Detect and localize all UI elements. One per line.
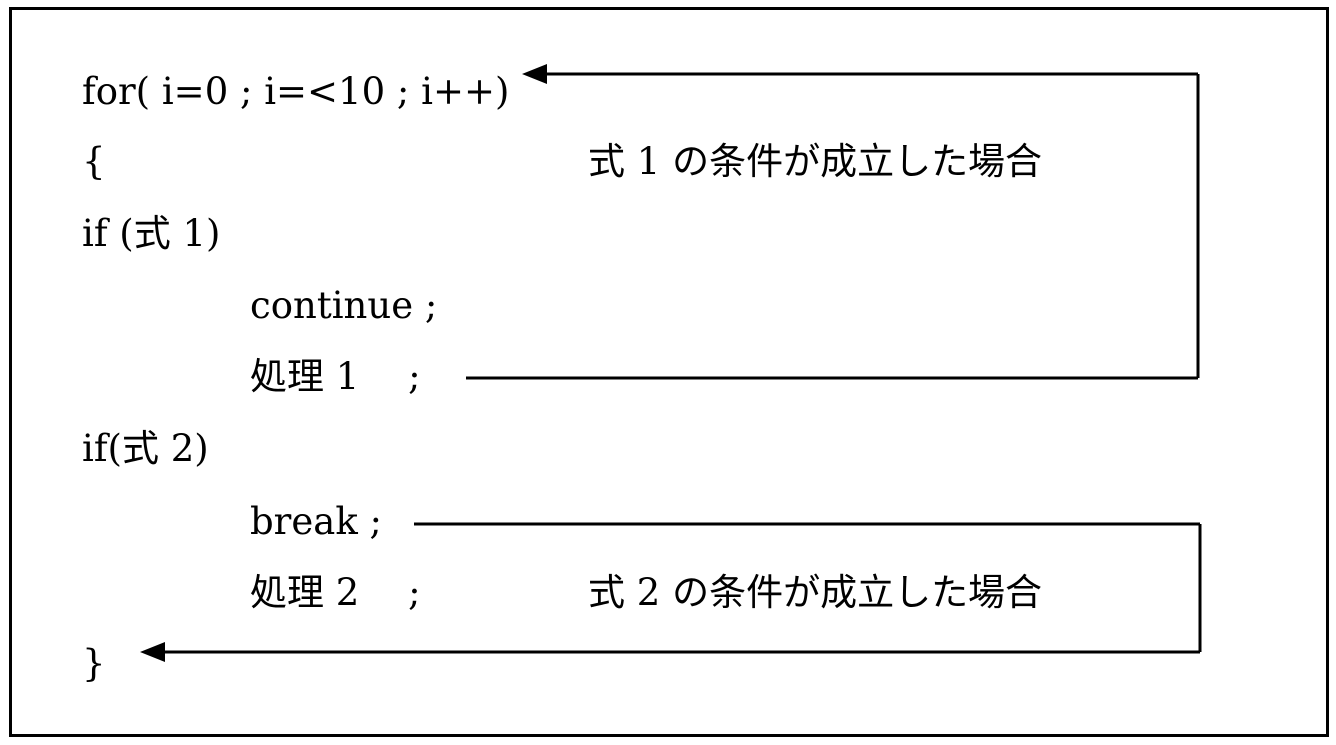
break-statement: break ;	[250, 500, 382, 543]
continue-arrowhead-icon	[522, 64, 547, 84]
continue-statement: continue ;	[250, 284, 438, 327]
process-2-statement: 処理 2 ;	[250, 571, 421, 614]
condition-2-label: 式 2 の条件が成立した場合	[588, 571, 1043, 614]
close-brace: }	[82, 642, 106, 685]
if-condition-1: if (式 1)	[82, 212, 221, 255]
break-arrow	[140, 522, 1202, 662]
for-statement: for( i=0 ; i=<10 ; i++)	[82, 70, 510, 113]
if-condition-2: if(式 2)	[82, 427, 209, 470]
continue-arrow	[466, 64, 1200, 380]
diagram-border	[9, 7, 1329, 737]
process-1-statement: 処理 1 ;	[250, 355, 421, 398]
condition-1-label: 式 1 の条件が成立した場合	[588, 140, 1043, 183]
break-arrowhead-icon	[140, 642, 165, 662]
open-brace: {	[82, 140, 106, 183]
